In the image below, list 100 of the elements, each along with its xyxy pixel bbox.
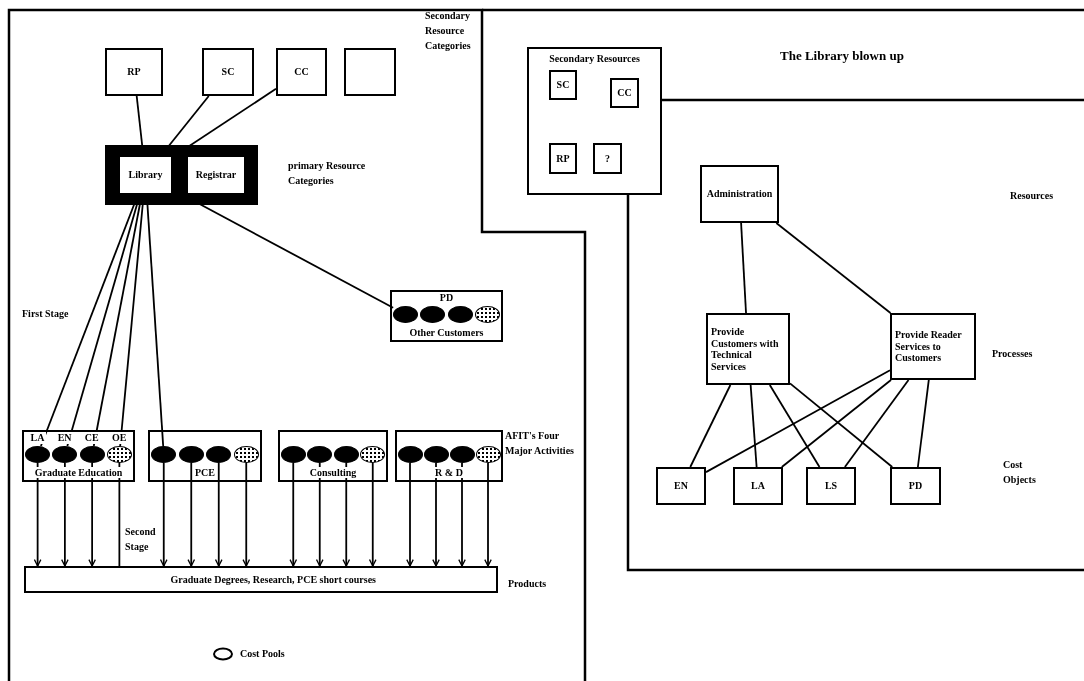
- connector-line: [61, 462, 69, 567]
- node-label: ?: [605, 152, 610, 165]
- node-label: EN: [56, 432, 73, 444]
- connector-line: [406, 462, 414, 567]
- connector-line: [342, 462, 351, 567]
- empty-box: [344, 48, 396, 96]
- node-label: EN: [674, 480, 688, 492]
- cost-pool-ellipse: [360, 446, 386, 463]
- connector-line: [159, 462, 168, 567]
- node-label: Secondary Resources: [549, 53, 640, 65]
- cost-pool-ellipse: [106, 446, 132, 463]
- activity-box: [278, 430, 388, 482]
- node-label: PD: [438, 292, 455, 304]
- cost-pool-ellipse: [447, 306, 473, 323]
- connector-line: [33, 462, 42, 567]
- process-box: [276, 48, 327, 96]
- node-label: PCE: [193, 467, 217, 478]
- process-box: [610, 78, 639, 108]
- process-box: [527, 47, 662, 195]
- process-box: [733, 467, 783, 505]
- cost-pool-ellipse: [475, 446, 501, 463]
- activity-box: [395, 430, 503, 482]
- cost-pool-ellipse: [151, 446, 177, 463]
- node-label: LA: [751, 480, 765, 492]
- annotation-text: Second Stage: [125, 525, 157, 554]
- annotation-text: Resources: [1010, 189, 1055, 203]
- connector-line: [689, 384, 732, 468]
- node-label: Provide Customers with Technical Services: [711, 326, 780, 372]
- process-box: [593, 143, 622, 174]
- connector-line: [88, 462, 96, 567]
- connector-line: [315, 462, 324, 567]
- connector-line: [917, 379, 930, 468]
- connector-line: [368, 462, 377, 567]
- process-box: [549, 143, 577, 174]
- activity-box: [22, 430, 135, 482]
- connector-line: [844, 379, 910, 468]
- node-label: RP: [127, 66, 141, 78]
- cost-pool-ellipse: [423, 446, 449, 463]
- process-box: [202, 48, 254, 96]
- cost-pool-ellipse: [420, 306, 446, 323]
- cost-pool-ellipse: [333, 446, 359, 463]
- node-label: SC: [221, 66, 235, 78]
- cost-pool-ellipse: [178, 446, 204, 463]
- connector-line: [458, 462, 466, 567]
- connector-line: [432, 462, 440, 567]
- process-box: [656, 467, 706, 505]
- process-box: [549, 70, 577, 100]
- node-label: R & D: [433, 467, 465, 478]
- connector-line: [289, 462, 298, 567]
- node-label: Administration: [706, 188, 773, 200]
- process-box: [890, 467, 941, 505]
- process-box: [806, 467, 856, 505]
- connector-line: [749, 384, 758, 468]
- cost-pool-ellipse: [233, 446, 259, 463]
- cost-pool-ellipse: [280, 446, 306, 463]
- annotation-text: Cost Objects: [1003, 458, 1037, 487]
- process-box: [186, 155, 246, 195]
- cost-pool-ellipse: [474, 306, 500, 323]
- cost-pool-ellipse: [52, 446, 78, 463]
- node-label: CC: [294, 66, 309, 78]
- annotation-text: Products: [508, 577, 548, 591]
- cost-pool-ellipse: [449, 446, 475, 463]
- connector-line: [768, 384, 821, 468]
- node-label: Registrar: [195, 169, 237, 181]
- process-box: [118, 155, 173, 195]
- annotation-text: primary Resource Categories: [288, 159, 367, 188]
- connector-line: [242, 462, 251, 567]
- node-label: RP: [556, 152, 570, 165]
- cost-pool-ellipse: [79, 446, 105, 463]
- node-label: LS: [824, 480, 838, 492]
- node-label: CC: [617, 87, 632, 99]
- connector-line: [187, 462, 196, 567]
- node-label: Other Customers: [407, 327, 486, 338]
- node-label: SC: [556, 79, 570, 91]
- cost-pool-ellipse: [25, 446, 51, 463]
- annotation-text: AFIT's Four Major Activities: [505, 429, 575, 458]
- node-label: Graduate Education: [32, 467, 125, 478]
- products-bar: [24, 566, 498, 593]
- activity-box: [390, 290, 503, 342]
- node-label: LA: [29, 432, 46, 444]
- process-box: [890, 313, 976, 380]
- cost-pool-ellipse: [393, 306, 419, 323]
- node-label: Library: [128, 169, 163, 181]
- process-box: [700, 165, 779, 223]
- node-label: PD: [908, 480, 923, 492]
- node-label: CE: [83, 432, 100, 444]
- connector-line: [484, 462, 492, 567]
- annotation-text: Secondary Resource Categories: [425, 9, 472, 53]
- connector-line: [705, 369, 891, 474]
- connector-line: [740, 222, 747, 314]
- node-label: OE: [110, 432, 128, 444]
- node-label: Provide Reader Services to Customers: [895, 329, 963, 364]
- node-label: Consulting: [307, 467, 359, 478]
- diagram-title: The Library blown up: [780, 48, 904, 64]
- process-box: [706, 313, 790, 385]
- annotation-text: First Stage: [22, 307, 70, 321]
- cost-pool-ellipse: [307, 446, 333, 463]
- annotation-text: Processes: [992, 347, 1034, 361]
- connector-line: [214, 462, 223, 567]
- cost-pool-ellipse: [397, 446, 423, 463]
